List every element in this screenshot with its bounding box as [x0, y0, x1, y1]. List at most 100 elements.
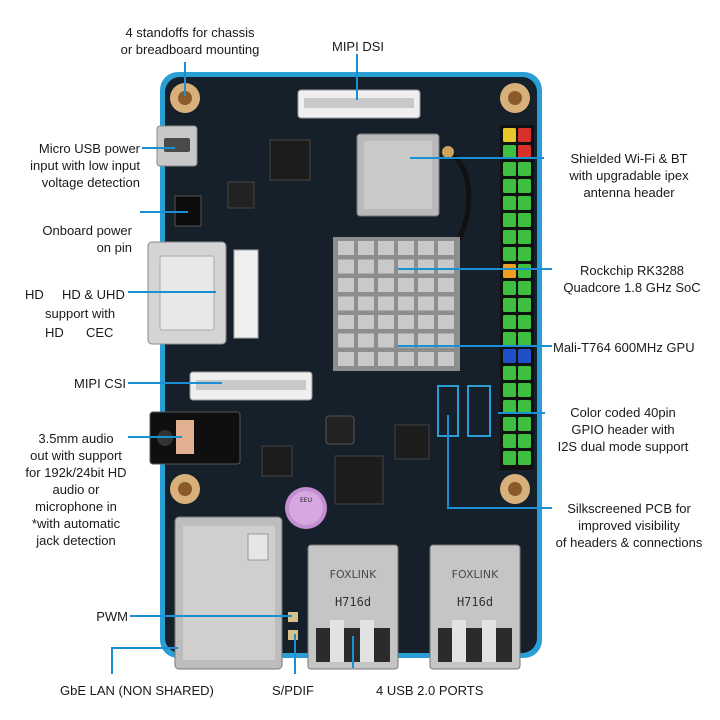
heatsink-fin — [358, 333, 374, 348]
gpio-pin — [518, 247, 531, 261]
standoff-mid-left — [170, 474, 200, 504]
gpio-pin — [518, 179, 531, 193]
label-audio: 3.5mm audio out with support for 192k/24… — [25, 431, 127, 548]
gpio-pin — [518, 162, 531, 176]
label-hd-3b: CEC — [86, 325, 114, 340]
gpio-pin — [503, 383, 516, 397]
heatsink-fin — [378, 352, 394, 366]
gpio-pin — [518, 332, 531, 346]
heatsink-fin — [338, 278, 354, 292]
heatsink-fin — [358, 259, 374, 274]
label-mipi-csi: MIPI CSI — [73, 376, 126, 391]
heatsink-fin — [338, 352, 354, 366]
label-soc: Rockchip RK3288 Quadcore 1.8 GHz SoC — [563, 263, 701, 295]
callout-gbe — [111, 647, 178, 674]
heatsink-fin — [438, 241, 454, 255]
label-silkscreen: Silkscreened PCB for improved visibility… — [555, 501, 703, 550]
cap-text: EEU — [300, 497, 312, 504]
heatsink-fin — [358, 241, 374, 255]
label-gbe-lan: GbE LAN (NON SHARED) — [60, 683, 214, 698]
gpio-pin — [503, 247, 516, 261]
gpio-pin — [518, 383, 531, 397]
gpio-pin — [518, 145, 531, 159]
chip-small-1 — [227, 181, 255, 209]
heatsink-fin — [358, 296, 374, 311]
gpio-pin — [503, 400, 516, 414]
label-gpu: Mali-T764 600MHz GPU — [553, 340, 695, 355]
label-hd-2: support with — [45, 306, 116, 321]
gpio-pin — [518, 315, 531, 329]
heatsink-fin — [418, 241, 434, 255]
heatsink-fin — [398, 278, 414, 292]
gpio-pin — [503, 179, 516, 193]
gpio-pin — [503, 281, 516, 295]
heatsink-fin — [418, 259, 434, 274]
heatsink-fin — [358, 315, 374, 329]
gpio-pin — [518, 400, 531, 414]
gpio-pin — [518, 213, 531, 227]
label-gpio: Color coded 40pin GPIO header with I2S d… — [557, 405, 689, 454]
heatsink-fin — [398, 315, 414, 329]
gpio-pin — [518, 434, 531, 448]
heatsink-fin — [338, 315, 354, 329]
label-hd-3a: HD — [45, 325, 64, 340]
gpio-pin — [518, 281, 531, 295]
gpio-pin — [518, 264, 531, 278]
gpio-pin — [503, 366, 516, 380]
chip-power — [269, 139, 311, 181]
heatsink-fin — [418, 333, 434, 348]
label-wifi: Shielded Wi-Fi & BT with upgradable ipex… — [569, 151, 689, 200]
gpio-pin — [503, 332, 516, 346]
gpio-pin — [503, 298, 516, 312]
label-onboard-power: Onboard power on pin — [42, 223, 132, 255]
heatsink-fin — [378, 333, 394, 348]
gpio-pin — [503, 145, 516, 159]
chip-ethernet — [334, 455, 384, 505]
usb-code-right: H716d — [457, 595, 493, 609]
heatsink-fin — [378, 241, 394, 255]
gpio-pin — [518, 230, 531, 244]
heatsink-fin — [438, 315, 454, 329]
gpio-pin — [503, 213, 516, 227]
label-hd-1b: HD & UHD — [62, 287, 125, 302]
gpio-pin — [503, 196, 516, 210]
heatsink-fin — [358, 278, 374, 292]
heatsink-fin — [378, 296, 394, 311]
gpio-pin — [518, 366, 531, 380]
chip-usb-hub — [394, 424, 430, 460]
gpio-pin — [518, 349, 531, 363]
label-usb-ports: 4 USB 2.0 PORTS — [376, 683, 484, 698]
standoff-top-left — [170, 83, 200, 113]
label-hd-1a: HD — [25, 287, 44, 302]
gpio-pin — [503, 230, 516, 244]
heatsink-fin — [418, 278, 434, 292]
gpio-pin — [518, 417, 531, 431]
label-spdif: S/PDIF — [272, 683, 314, 698]
heatsink-fin — [398, 333, 414, 348]
heatsink-fin — [418, 315, 434, 329]
gpio-pin — [503, 162, 516, 176]
pwm-pad — [288, 612, 298, 622]
heatsink-fin — [398, 352, 414, 366]
gpio-pin — [518, 298, 531, 312]
gpio-pin — [518, 196, 531, 210]
heatsink-fin — [338, 259, 354, 274]
usb-brand-right: FOXLINK — [452, 568, 499, 581]
usb-port-right — [429, 544, 521, 670]
gpio-pin — [503, 434, 516, 448]
gpio-pin — [518, 451, 531, 465]
heatsink-fin — [438, 352, 454, 366]
callout-silkscreen — [447, 415, 552, 509]
heatsink-fin — [418, 352, 434, 366]
gpio-pin — [503, 128, 516, 142]
label-micro-usb: Micro USB power input with low input vol… — [30, 141, 140, 190]
standoff-mid-right — [500, 474, 530, 504]
heatsink-fin — [438, 333, 454, 348]
gpio-pin — [503, 451, 516, 465]
chip-inductor — [325, 415, 355, 445]
standoff-top-right — [500, 83, 530, 113]
gpio-pin — [503, 349, 516, 363]
heatsink-fin — [338, 296, 354, 311]
capacitor: EEU — [285, 487, 327, 529]
